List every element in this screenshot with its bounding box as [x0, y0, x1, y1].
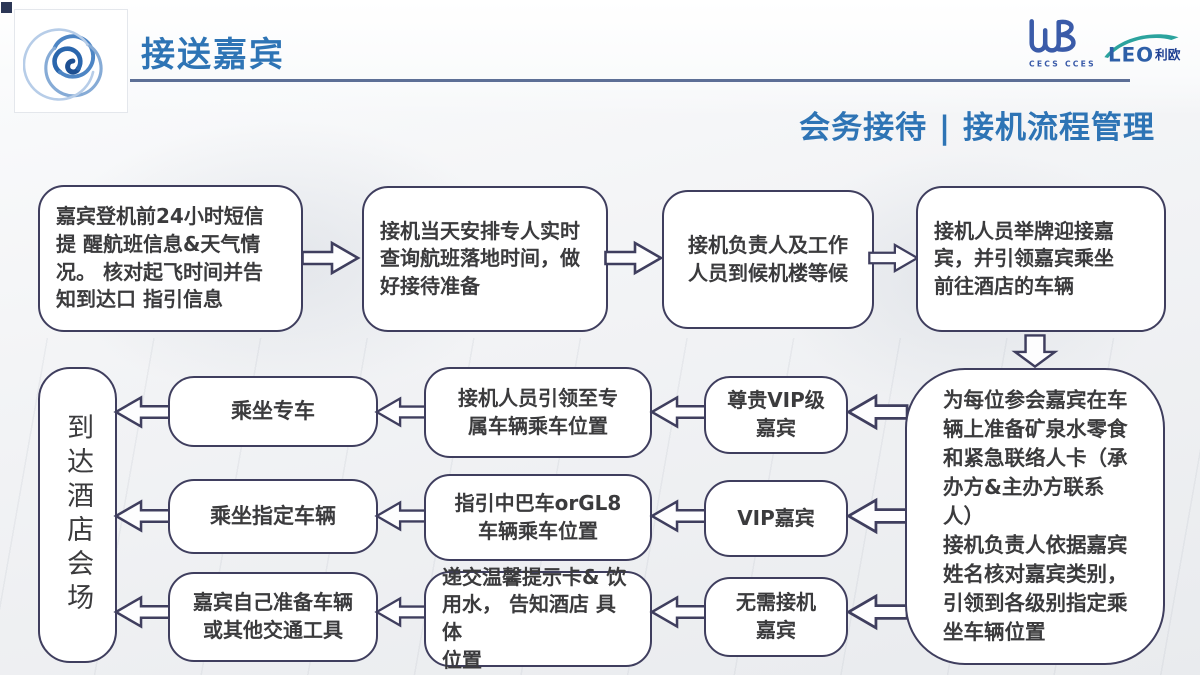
wb-logo-caption: CECS CCES [1029, 59, 1096, 68]
action-box-guide-minibus: 指引中巴车orGL8 车辆乘车位置 [424, 474, 652, 561]
category-text: VIP嘉宾 [737, 505, 815, 530]
flow-arrow-down-icon [1011, 334, 1059, 368]
slide-logo-tile [14, 9, 128, 113]
flow-step-sms-reminder: 嘉宾登机前24小时短信 提 醒航班信息&天气情 况。 核对起飞时间并告 知到达口… [38, 185, 303, 332]
destination-box: 到达酒店会场 [38, 367, 117, 663]
flow-step-text: 接机当天安排专人实时 查询航班落地时间，做 好接待准备 [380, 218, 580, 298]
action-text: 接机人员引领至专 属车辆乘车位置 [458, 385, 618, 438]
spiral-logo-icon [23, 28, 103, 101]
preparation-note-text: 为每位参会嘉宾在车 辆上准备矿泉水零食 和紧急联络人卡（承 办方&主办方联系人）… [943, 387, 1128, 645]
leo-logo-icon: LEO 利欧 [1104, 34, 1181, 67]
flow-arrow-left-icon [374, 500, 428, 532]
flow-step-text: 嘉宾登机前24小时短信 提 醒航班信息&天气情 况。 核对起飞时间并告 知到达口… [56, 204, 264, 312]
transport-box-private-car: 乘坐专车 [168, 376, 378, 447]
page-title: 接送嘉宾 [141, 35, 285, 75]
flow-arrow-right-icon [604, 240, 664, 276]
preparation-note-box: 为每位参会嘉宾在车 辆上准备矿泉水零食 和紧急联络人卡（承 办方&主办方联系人）… [905, 368, 1165, 665]
flow-arrow-left-icon [113, 595, 171, 629]
flow-arrow-left-icon [374, 396, 428, 428]
flow-arrow-left-icon [113, 499, 171, 533]
action-text: 递交温馨提示卡& 饮 用水， 告知酒店 具体 位置 [442, 564, 627, 672]
section-subtitle: 会务接待 | 接机流程管理 [799, 110, 1155, 146]
flow-step-realtime-flight-check: 接机当天安排专人实时 查询航班落地时间，做 好接待准备 [362, 186, 608, 332]
flow-step-staff-waiting: 接机负责人及工作 人员到候机楼等候 [662, 190, 874, 329]
transport-text: 乘坐指定车辆 [210, 504, 336, 529]
flow-step-text: 接机人员举牌迎接嘉 宾，并引领嘉宾乘坐 前往酒店的车辆 [934, 218, 1114, 298]
transport-box-designated-vehicle: 乘坐指定车辆 [168, 479, 378, 554]
category-box-top-vip: 尊贵VIP级 嘉宾 [704, 376, 848, 454]
destination-text: 到达酒店会场 [62, 413, 94, 617]
action-box-tip-card-water: 递交温馨提示卡& 饮 用水， 告知酒店 具体 位置 [424, 565, 652, 672]
leo-logo-cn: 利欧 [1155, 47, 1181, 62]
wb-logo-icon: CECS CCES [1029, 19, 1096, 68]
flow-arrow-left-icon [649, 499, 707, 533]
category-box-vip: VIP嘉宾 [704, 480, 848, 557]
transport-text: 嘉宾自己准备车辆 或其他交通工具 [193, 590, 353, 642]
flow-step-greeting-sign: 接机人员举牌迎接嘉 宾，并引领嘉宾乘坐 前往酒店的车辆 [916, 186, 1166, 332]
flow-arrow-left-icon [649, 595, 707, 629]
flow-arrow-right-icon [868, 243, 920, 273]
action-text: 指引中巴车orGL8 车辆乘车位置 [454, 490, 622, 543]
flow-step-text: 接机负责人及工作 人员到候机楼等候 [688, 232, 848, 285]
corner-accent [1, 2, 12, 13]
flow-arrow-left-icon [113, 395, 171, 429]
transport-box-own-vehicle: 嘉宾自己准备车辆 或其他交通工具 [168, 572, 378, 662]
flow-arrow-right-icon [301, 240, 361, 276]
category-box-no-pickup: 无需接机 嘉宾 [704, 577, 848, 657]
leo-logo-text: LEO [1108, 44, 1154, 67]
category-text: 尊贵VIP级 嘉宾 [727, 388, 825, 440]
action-box-escort-private-car: 接机人员引领至专 属车辆乘车位置 [424, 367, 652, 458]
flow-arrow-left-icon [845, 497, 909, 535]
flow-arrow-left-icon [374, 596, 428, 628]
transport-text: 乘坐专车 [231, 399, 315, 424]
category-text: 无需接机 嘉宾 [736, 590, 816, 642]
flow-arrow-left-icon [845, 393, 909, 431]
flow-arrow-left-icon [845, 593, 909, 631]
background-top-band [0, 0, 1200, 115]
title-underline [130, 79, 1130, 82]
flow-arrow-left-icon [649, 395, 707, 429]
